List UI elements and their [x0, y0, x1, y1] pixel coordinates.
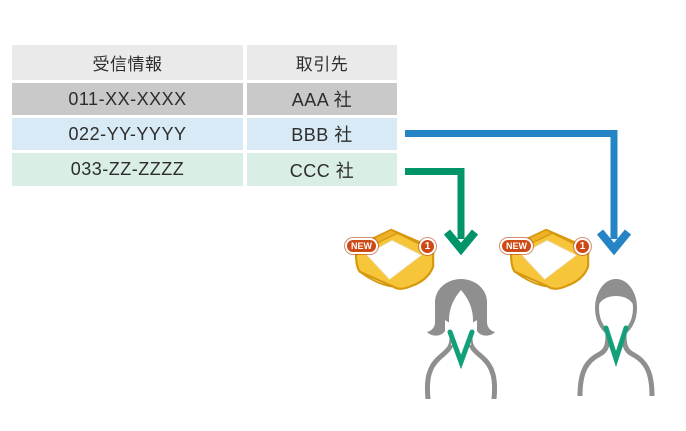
cell-reception-ccc: 033-ZZ-ZZZZ [12, 153, 243, 186]
staff-woman [419, 275, 503, 404]
header-cell-reception: 受信情報 [12, 45, 243, 80]
woman-icon [424, 279, 498, 402]
cell-reception-aaa: 011-XX-XXXX [12, 83, 243, 115]
unread-count-badge: 1 [419, 238, 436, 255]
man-lanyard [603, 325, 629, 368]
new-badge: NEW [500, 238, 533, 254]
staff-man [574, 272, 658, 401]
cell-client-ccc: CCC 社 [247, 153, 397, 186]
table-row-aaa: 011-XX-XXXX AAA 社 [12, 83, 397, 115]
header-cell-client: 取引先 [247, 45, 397, 80]
cell-client-bbb: BBB 社 [247, 118, 397, 150]
woman-face [449, 290, 473, 344]
table-row-bbb: 022-YY-YYYY BBB 社 [12, 118, 397, 150]
inbox-tray-left: NEW 1 [345, 223, 441, 296]
new-badge: NEW [345, 238, 378, 254]
inbox-tray-icon [509, 228, 590, 290]
table-row-ccc: 033-ZZ-ZZZZ CCC 社 [12, 153, 397, 186]
reception-routing-table: 受信情報 取引先 011-XX-XXXX AAA 社 022-YY-YYYY B… [12, 45, 397, 189]
man-hair [597, 280, 635, 312]
woman-lanyard [447, 329, 475, 370]
unread-count-badge: 1 [574, 238, 591, 255]
cell-reception-bbb: 022-YY-YYYY [12, 118, 243, 150]
table-header-row: 受信情報 取引先 [12, 45, 397, 80]
inbox-tray-right: NEW 1 [500, 223, 596, 296]
cell-client-aaa: AAA 社 [247, 83, 397, 115]
man-icon [577, 279, 655, 399]
